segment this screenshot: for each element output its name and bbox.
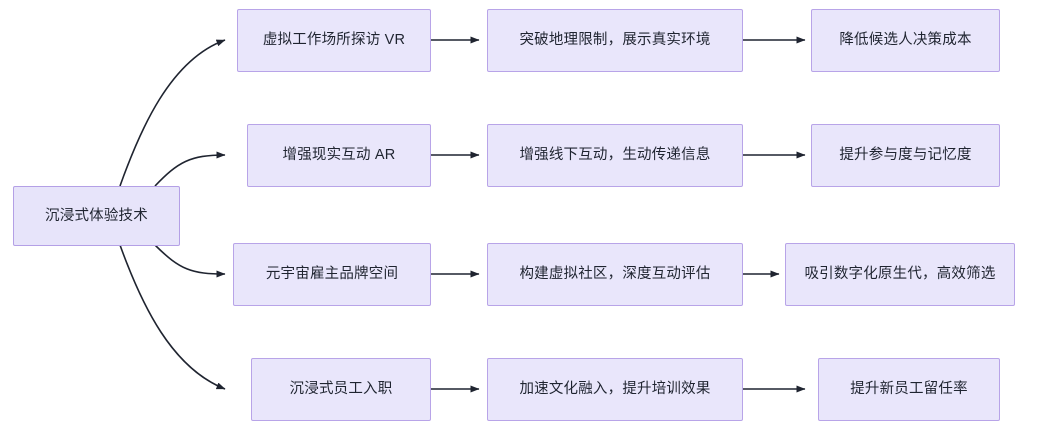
node-branch-4-outcome[interactable]: 提升新员工留任率 [818,358,1000,421]
node-branch-4-mechanism[interactable]: 加速文化融入，提升培训效果 [487,358,743,421]
node-branch-2-outcome[interactable]: 提升参与度与记忆度 [811,124,1000,187]
node-branch-3-outcome-label: 吸引数字化原生代，高效筛选 [804,266,996,283]
node-branch-3-outcome[interactable]: 吸引数字化原生代，高效筛选 [785,243,1015,306]
node-root-label: 沉浸式体验技术 [45,207,148,224]
edge-root-to-branch-3 [154,244,226,278]
edge-root-to-branch-1 [119,39,226,187]
edge-root-to-branch-4 [119,244,226,390]
node-branch-3-mechanism-label: 构建虚拟社区，深度互动评估 [519,266,711,283]
edge-root-to-branch-2 [154,151,226,187]
node-branch-2-technology[interactable]: 增强现实互动 AR [247,124,431,187]
node-branch-1-mechanism-label: 突破地理限制，展示真实环境 [519,32,711,49]
node-branch-3-mechanism[interactable]: 构建虚拟社区，深度互动评估 [487,243,743,306]
node-branch-2-mechanism-label: 增强线下互动，生动传递信息 [519,147,711,164]
node-root[interactable]: 沉浸式体验技术 [13,186,180,246]
node-branch-4-outcome-label: 提升新员工留任率 [850,381,968,398]
node-branch-1-mechanism[interactable]: 突破地理限制，展示真实环境 [487,9,743,72]
node-branch-3-technology[interactable]: 元宇宙雇主品牌空间 [233,243,431,306]
node-branch-2-mechanism[interactable]: 增强线下互动，生动传递信息 [487,124,743,187]
node-branch-1-technology[interactable]: 虚拟工作场所探访 VR [237,9,431,72]
node-branch-1-outcome[interactable]: 降低候选人决策成本 [811,9,1000,72]
node-branch-3-technology-label: 元宇宙雇主品牌空间 [265,266,399,283]
node-branch-1-technology-label: 虚拟工作场所探访 VR [262,32,406,49]
node-branch-2-technology-label: 增强现实互动 AR [282,147,396,164]
node-branch-2-outcome-label: 提升参与度与记忆度 [839,147,972,164]
node-branch-4-technology-label: 沉浸式员工入职 [289,381,393,398]
node-branch-1-outcome-label: 降低候选人决策成本 [839,32,972,49]
node-branch-4-mechanism-label: 加速文化融入，提升培训效果 [519,381,711,398]
node-branch-4-technology[interactable]: 沉浸式员工入职 [251,358,431,421]
